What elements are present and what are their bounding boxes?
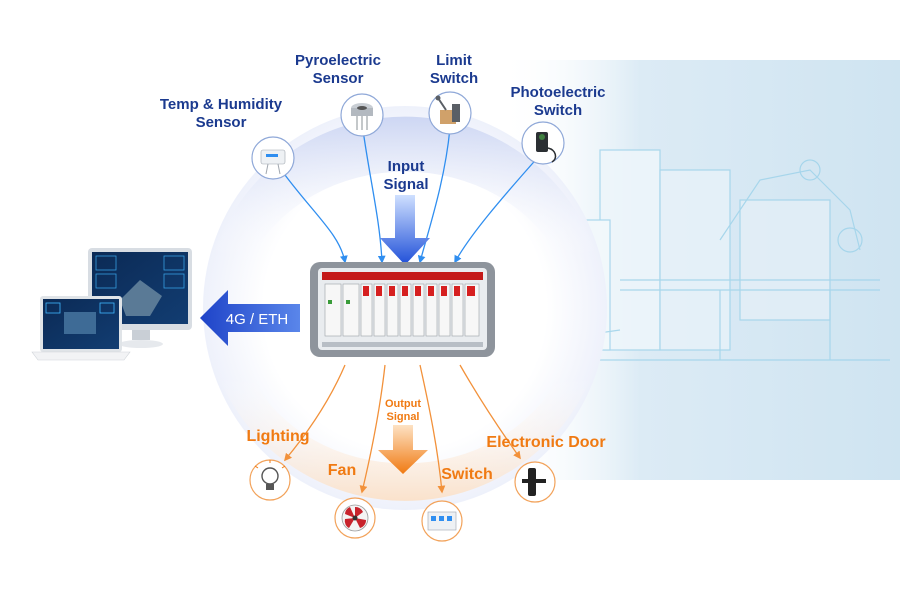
photoelectric-switch-icon: [521, 121, 565, 165]
label-pyroelectric-sensor: Pyroelectric Sensor: [295, 52, 381, 87]
label-output-signal: Output Signal: [384, 398, 422, 423]
link-arrow: [200, 290, 300, 346]
label-limit-switch: Limit Switch: [429, 52, 479, 87]
controller-cabinet: [310, 262, 495, 357]
limit-switch-icon: [428, 91, 472, 135]
fan-icon: [334, 497, 376, 539]
line-fan: [359, 364, 386, 494]
electronic-door-lock-icon: [514, 461, 556, 503]
label-input-signal: Input Signal: [383, 158, 429, 193]
line-lighting: [284, 364, 346, 462]
line-pyroelectric: [362, 129, 386, 264]
label-lighting: Lighting: [246, 428, 310, 445]
label-fan: Fan: [327, 462, 357, 479]
laptop-device: [31, 296, 131, 361]
temp-humidity-sensor-icon: [251, 136, 295, 180]
label-photoelectric-switch: Photoelectric Switch: [510, 84, 606, 119]
pyroelectric-sensor-icon: [340, 93, 384, 137]
input-signal-arrow: [380, 195, 430, 265]
label-electronic-door: Electronic Door: [486, 434, 606, 451]
lighting-bulb-icon: [249, 459, 291, 501]
monitor-device: [88, 248, 192, 348]
line-temp-humidity: [284, 174, 348, 264]
link-label: 4G / ETH: [226, 311, 289, 328]
input-lines: [284, 127, 541, 264]
label-temp-humidity-sensor: Temp & Humidity Sensor: [159, 96, 283, 131]
label-switch: Switch: [441, 466, 493, 483]
line-limit-switch: [417, 127, 451, 264]
line-photoelectric: [454, 154, 541, 264]
output-lines: [284, 364, 521, 494]
output-signal-arrow: [378, 425, 428, 474]
line-electronic-door: [459, 364, 521, 460]
switch-device-icon: [421, 500, 463, 542]
line-switch: [419, 364, 446, 494]
